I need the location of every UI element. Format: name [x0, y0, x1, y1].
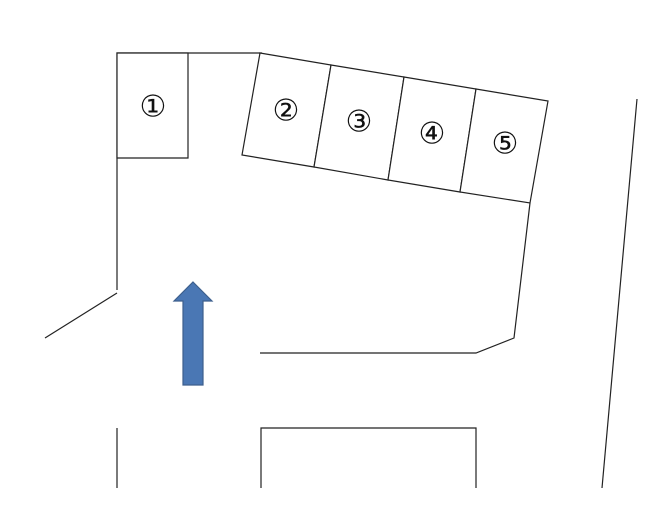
lower-building-outline: [260, 427, 477, 488]
parking-space-5-outline: [459, 88, 549, 204]
lot-right-wall: [260, 202, 531, 354]
lot-left-diagonal-edge: [44, 292, 118, 339]
road-right-edge: [601, 98, 638, 489]
parking-space-2-label: ②: [273, 94, 300, 129]
parking-space-1-outline: [116, 52, 189, 159]
parking-space-1: ①: [116, 52, 189, 159]
parking-space-4: ④: [387, 76, 477, 193]
parking-space-5: ⑤: [459, 88, 549, 204]
parking-space-2: ②: [241, 52, 332, 168]
parking-space-4-label: ④: [419, 117, 446, 152]
parking-space-5-label: ⑤: [492, 127, 519, 162]
arrow-up-icon: [172, 281, 214, 386]
parking-space-3-label: ③: [346, 105, 373, 140]
parking-space-1-label: ①: [140, 90, 167, 125]
